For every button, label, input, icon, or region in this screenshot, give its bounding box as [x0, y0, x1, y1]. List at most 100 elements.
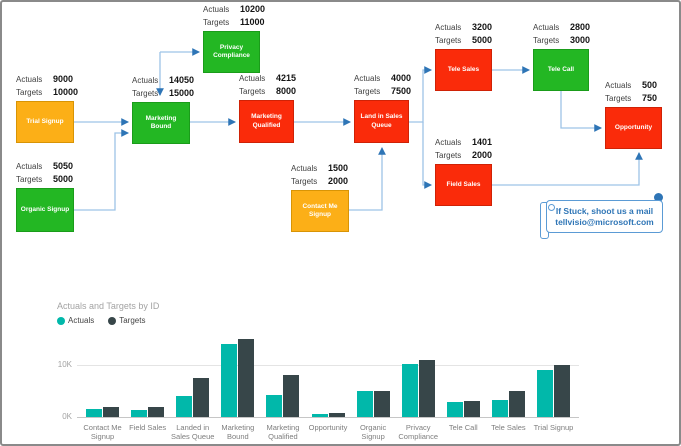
note-banner[interactable]: If Stuck, shoot us a mail tellvisio@micr… [546, 200, 663, 233]
node-organic-signup[interactable]: Organic Signup [16, 188, 74, 232]
bar-actuals[interactable] [356, 390, 373, 417]
node-opportunity[interactable]: Opportunity [605, 107, 662, 149]
node-label: Trial Signup [26, 117, 64, 125]
targets-label: Targets [239, 87, 266, 96]
legend-label: Actuals [68, 316, 95, 325]
actuals-label: Actuals [605, 81, 632, 90]
chart-legend: Actuals Targets [57, 316, 145, 325]
bar-targets[interactable] [553, 365, 570, 417]
targets-label: Targets [132, 89, 159, 98]
targets-label: Targets [16, 88, 43, 97]
y-tick-0k: 0K [62, 412, 72, 421]
targets-row: Targets 5000 [435, 35, 492, 48]
note-pin-icon [548, 204, 555, 211]
bar-targets[interactable] [373, 391, 390, 417]
targets-label: Targets [605, 94, 632, 103]
bar-targets[interactable] [328, 413, 345, 417]
actuals-label: Actuals [533, 23, 560, 32]
node-land-in-sales-queue[interactable]: Land in Sales Queue [354, 100, 409, 143]
bar-chart: Contact Me Signup Field Sales Landed in Sa… [80, 339, 576, 444]
bar-actuals[interactable] [401, 364, 418, 417]
node-marketing-qualified[interactable]: Marketing Qualified [239, 100, 294, 143]
x-axis-label: Landed in Sales Queue [171, 423, 215, 441]
bar-actuals[interactable] [311, 414, 328, 417]
legend-item-targets[interactable]: Targets [108, 316, 145, 325]
bar-pair [536, 339, 570, 417]
bar-targets[interactable] [508, 391, 525, 417]
actuals-value: 500 [642, 80, 658, 90]
bar-actuals[interactable] [86, 409, 103, 417]
legend-item-actuals[interactable]: Actuals [57, 316, 94, 325]
bar-group: Privacy Compliance [396, 339, 441, 444]
node-contact-me-signup[interactable]: Contact Me Signup [291, 190, 349, 232]
node-tele-sales[interactable]: Tele Sales [435, 49, 492, 91]
actuals-label: Actuals [291, 164, 318, 173]
bar-targets[interactable] [283, 375, 300, 417]
bar-actuals[interactable] [131, 409, 148, 417]
bar-targets[interactable] [238, 339, 255, 417]
bar-targets[interactable] [463, 401, 480, 417]
node-label: Opportunity [614, 123, 653, 131]
actuals-label: Actuals [132, 76, 159, 85]
bar-targets[interactable] [148, 406, 165, 417]
bar-group: Contact Me Signup [80, 339, 125, 444]
help-note: If Stuck, shoot us a mail tellvisio@micr… [540, 193, 668, 243]
node-label: Marketing Bound [145, 114, 177, 131]
bar-actuals[interactable] [176, 396, 193, 417]
x-axis-label: Contact Me Signup [83, 423, 122, 441]
targets-value: 15000 [169, 88, 195, 98]
targets-value: 5000 [472, 35, 493, 45]
note-line2: tellvisio@microsoft.com [555, 216, 654, 227]
bar-group: Tele Sales [486, 339, 531, 444]
node-tele-call[interactable]: Tele Call [533, 49, 589, 91]
node-label: Privacy Compliance [213, 43, 250, 60]
bar-actuals[interactable] [491, 400, 508, 417]
bar-group: Marketing Bound [215, 339, 260, 444]
gridline-10k [77, 365, 579, 366]
targets-label: Targets [291, 177, 318, 186]
bar-actuals[interactable] [536, 370, 553, 417]
actuals-value: 1401 [472, 137, 493, 147]
node-privacy-compliance[interactable]: Privacy Compliance [203, 31, 260, 73]
bar-pair [131, 339, 165, 417]
actuals-row: Actuals 500 [605, 80, 657, 93]
node-trial-signup[interactable]: Trial Signup [16, 101, 74, 143]
bar-actuals[interactable] [221, 343, 238, 417]
bar-group: Marketing Qualified [260, 339, 305, 444]
actuals-value: 9000 [53, 74, 74, 84]
bar-targets[interactable] [418, 359, 435, 417]
bar-actuals[interactable] [266, 395, 283, 417]
x-axis-label: Tele Sales [491, 423, 526, 432]
bar-group: Organic Signup [351, 339, 396, 444]
targets-value: 2000 [472, 150, 493, 160]
targets-label: Targets [435, 36, 462, 45]
actuals-value: 10200 [240, 4, 266, 14]
x-axis-label: Field Sales [129, 423, 167, 432]
actuals-label: Actuals [16, 75, 43, 84]
targets-value: 2000 [328, 176, 349, 186]
node-field-sales[interactable]: Field Sales [435, 164, 492, 206]
bar-targets[interactable] [103, 406, 120, 417]
bar-targets[interactable] [193, 378, 210, 417]
bar-actuals[interactable] [446, 402, 463, 417]
x-axis-label: Tele Call [448, 423, 478, 432]
node-marketing-bound[interactable]: Marketing Bound [132, 102, 190, 144]
bar-pair [221, 339, 255, 417]
actuals-value: 4215 [276, 73, 297, 83]
bar-pair [356, 339, 390, 417]
node-label: Field Sales [446, 180, 481, 188]
